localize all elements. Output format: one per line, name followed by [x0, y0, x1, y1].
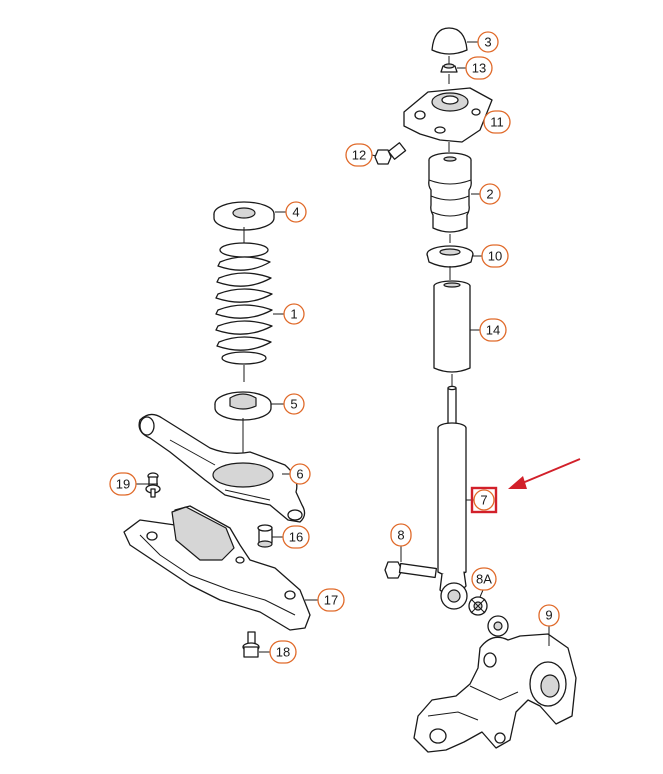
- lower-spring-seat-5: [214, 391, 272, 421]
- callout-8-label: 8: [397, 528, 404, 543]
- callout-4: 4: [285, 201, 307, 223]
- callout-17: 17: [317, 588, 345, 612]
- shock-absorber-7: [437, 385, 468, 610]
- lower-bracket-17: [123, 505, 311, 631]
- callout-10: 10: [481, 244, 509, 268]
- bolt-18: [242, 631, 260, 658]
- callout-19: 19: [109, 472, 137, 496]
- callout-1: 1: [283, 303, 305, 325]
- callout-5-label: 5: [290, 397, 297, 412]
- callout-19-label: 19: [116, 477, 130, 492]
- bushing-16: [257, 524, 273, 548]
- callout-1-label: 1: [290, 307, 297, 322]
- pointer-arrow: [508, 458, 581, 489]
- callout-13-label: 13: [472, 61, 486, 76]
- coil-spring-1: [215, 242, 273, 365]
- callout-9-label: 9: [545, 608, 552, 623]
- cap-3: [431, 27, 468, 55]
- highlight-box: [470, 486, 498, 514]
- callout-8a-label: 8A: [476, 572, 492, 587]
- callout-5: 5: [283, 393, 305, 415]
- callout-6-label: 6: [296, 467, 303, 482]
- callout-3-label: 3: [484, 35, 491, 50]
- callout-18: 18: [269, 640, 297, 664]
- callout-16: 16: [282, 525, 310, 549]
- callout-14: 14: [479, 318, 507, 342]
- control-arm-6: [138, 413, 306, 523]
- callout-8: 8: [390, 523, 412, 547]
- callout-4-label: 4: [292, 205, 299, 220]
- callout-7-label: 7: [480, 493, 487, 508]
- seat-10: [426, 245, 474, 268]
- callout-7: 7: [470, 486, 498, 514]
- callout-3: 3: [477, 31, 499, 53]
- callout-13: 13: [465, 56, 493, 80]
- callout-2: 2: [479, 183, 501, 205]
- bolt-12: [374, 142, 407, 165]
- callout-11: 11: [483, 110, 511, 134]
- strut-mount-11: [403, 87, 493, 143]
- callout-12-label: 12: [352, 148, 366, 163]
- wheel-carrier-9: [413, 615, 577, 753]
- callout-16-label: 16: [289, 530, 303, 545]
- callout-17-label: 17: [324, 593, 338, 608]
- nut-8a: [468, 596, 488, 616]
- dust-boot-14: [433, 280, 471, 373]
- callout-12: 12: [345, 143, 373, 167]
- callout-2-label: 2: [486, 187, 493, 202]
- bolt-8: [384, 561, 438, 579]
- bump-stop-2: [428, 152, 472, 233]
- upper-spring-seat-4: [213, 201, 275, 231]
- callout-14-label: 14: [486, 323, 500, 338]
- callout-10-label: 10: [488, 249, 502, 264]
- callout-6: 6: [289, 463, 311, 485]
- bolt-19: [145, 472, 161, 498]
- nut-13: [440, 63, 458, 73]
- callout-8a: 8A: [471, 567, 497, 591]
- callout-9: 9: [538, 604, 560, 627]
- callout-11-label: 11: [490, 115, 504, 130]
- callout-18-label: 18: [276, 645, 290, 660]
